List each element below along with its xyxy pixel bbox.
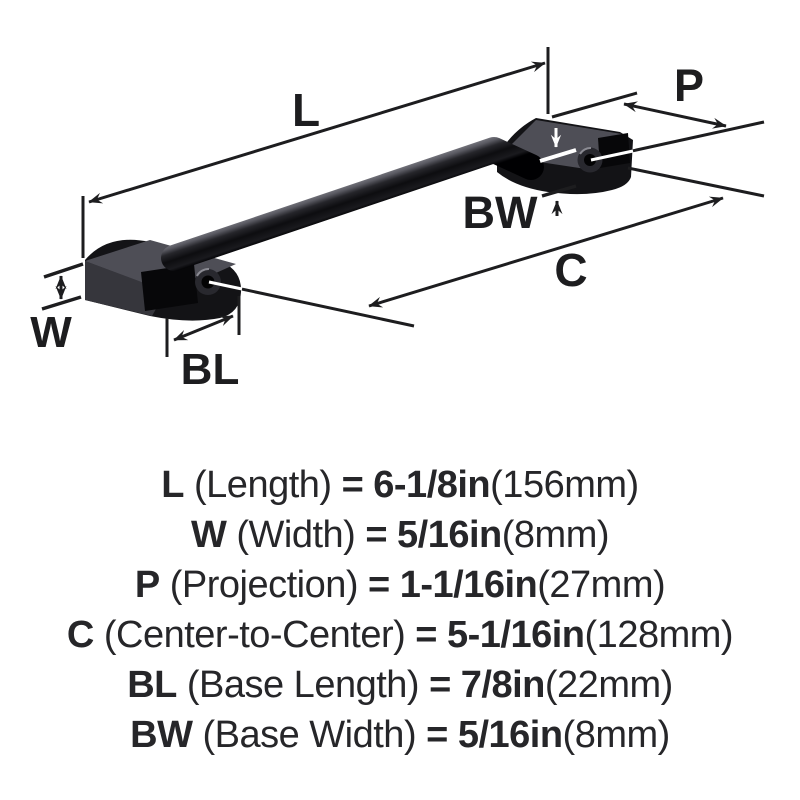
legend-value: 5/16in: [397, 514, 502, 556]
dim-line-C: [368, 196, 724, 308]
legend-desc: (Center-to-Center): [103, 614, 406, 656]
legend-row-width: W (Width) = 5/16in (8mm): [0, 510, 800, 560]
legend-row-projection: P (Projection) = 1-1/16in (27mm): [0, 560, 800, 610]
legend-equals: =: [426, 714, 448, 756]
right-base-counterbore: [598, 133, 630, 168]
bw-tick-top: [539, 148, 577, 163]
legend-equals: =: [415, 614, 437, 656]
legend-metric: (8mm): [562, 714, 671, 756]
legend-equals: =: [341, 464, 364, 506]
right-hole-leader-white: [590, 149, 634, 162]
dimension-legend: L (Length) = 6-1/8in (156mm) W (Width) =…: [0, 460, 800, 760]
legend-term: L: [161, 464, 185, 506]
legend-row-base-length: BL (Base Length) = 7/8in (22mm): [0, 660, 800, 710]
legend-row-center-to-center: C (Center-to-Center) = 5-1/16in (128mm): [0, 610, 800, 660]
left-boss-highlight: [196, 268, 210, 277]
legend-value: 5/16in: [457, 714, 563, 756]
right-boss-highlight: [579, 147, 592, 155]
legend-equals: =: [368, 564, 390, 606]
legend-desc: (Base Width): [202, 714, 417, 756]
right-screw-hole: [584, 154, 596, 166]
legend-metric: (27mm): [537, 564, 666, 606]
legend-term: C: [66, 614, 94, 656]
legend-desc: (Base Length): [186, 664, 420, 706]
dim-line-L: [88, 61, 546, 204]
left-screw-hole: [201, 275, 215, 289]
dim-line-P: [623, 101, 727, 129]
legend-equals: =: [429, 664, 451, 706]
dimension-lines: [41, 47, 765, 357]
legend-desc: (Length): [194, 464, 332, 506]
p-ext-line: [551, 91, 638, 119]
dim-label-W: W: [30, 308, 72, 357]
left-hole-leader-white: [208, 280, 243, 291]
legend-metric: (128mm): [584, 614, 734, 656]
legend-desc: (Width): [236, 514, 356, 556]
legend-value: 5-1/16in: [447, 614, 585, 656]
left-base-counterbore: [141, 264, 198, 311]
legend-term: W: [190, 514, 227, 556]
legend-row-length: L (Length) = 6-1/8in (156mm): [0, 460, 800, 510]
w-tick-bottom: [41, 295, 82, 311]
c-ext-line-right: [627, 166, 765, 198]
w-tick-top: [43, 262, 84, 279]
legend-equals: =: [365, 514, 388, 556]
dim-label-P: P: [674, 60, 704, 111]
dim-label-L: L: [292, 84, 320, 136]
legend-term: P: [134, 564, 160, 606]
handle-drawing: L P BW C W BL: [30, 47, 765, 394]
legend-metric: (156mm): [490, 464, 639, 506]
legend-row-base-width: BW (Base Width) = 5/16in (8mm): [0, 710, 800, 760]
dim-label-BL: BL: [181, 345, 240, 394]
dim-label-C: C: [554, 244, 587, 296]
legend-value: 6-1/8in: [373, 464, 491, 506]
legend-desc: (Projection): [169, 564, 359, 606]
legend-value: 7/8in: [460, 664, 546, 706]
legend-term: BL: [127, 664, 177, 706]
legend-value: 1-1/16in: [399, 564, 538, 606]
bw-white-callout: [539, 128, 577, 163]
dim-label-BW: BW: [463, 187, 538, 238]
legend-term: BW: [130, 714, 193, 756]
legend-metric: (8mm): [501, 514, 610, 556]
legend-metric: (22mm): [544, 664, 673, 706]
dim-line-BL: [173, 314, 234, 342]
bw-tick-bottom: [541, 184, 577, 198]
left-hole-leader: [208, 280, 415, 328]
